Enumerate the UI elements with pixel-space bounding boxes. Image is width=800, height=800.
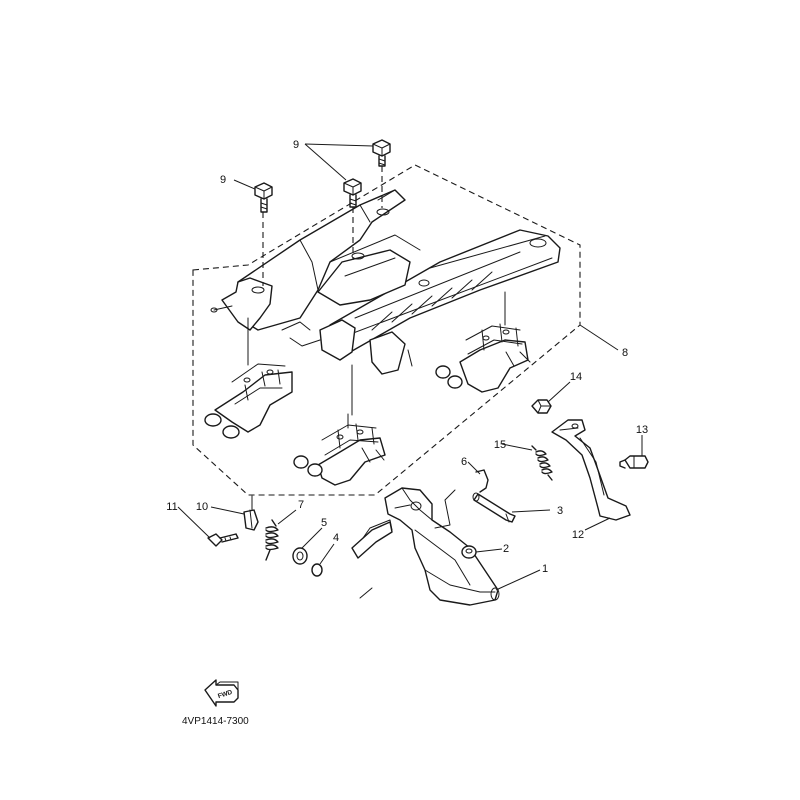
callout-labels: 9 9 8 14 13 15 6 3 12 11 10 7 5 4 2 1 (166, 139, 648, 575)
clamp-part-10 (243, 509, 259, 531)
diagram-code: 4VP1414-7300 (182, 716, 249, 727)
callout-12: 12 (572, 529, 584, 541)
forward-direction-arrow: FWD (204, 679, 239, 707)
main-frame-part-8 (210, 189, 561, 375)
screw-part-11 (207, 533, 239, 547)
callout-15: 15 (494, 439, 506, 451)
callout-9-top: 9 (293, 139, 299, 151)
bolt-part-9-right (372, 139, 391, 167)
callout-6: 6 (461, 456, 467, 468)
bolt-part-13 (619, 455, 649, 469)
callout-11: 11 (166, 501, 177, 513)
callout-10: 10 (196, 501, 208, 513)
washer-part-5 (292, 547, 308, 565)
fwd-label: FWD (217, 689, 234, 700)
main-stand-part-1 (351, 487, 500, 606)
spring-part-15 (531, 445, 553, 481)
leader-lines (177, 143, 643, 591)
bracket-right (435, 323, 531, 393)
callout-14: 14 (570, 371, 582, 383)
shaft-part-3 (472, 492, 516, 523)
callout-1: 1 (542, 563, 548, 575)
callout-2: 2 (503, 543, 509, 555)
bracket-center (293, 413, 386, 486)
collar-part-2 (461, 545, 477, 559)
nut-part-14 (531, 399, 552, 414)
bolt-part-9-middle (343, 178, 362, 208)
o-ring-part-4 (311, 563, 323, 577)
callout-3: 3 (557, 505, 563, 517)
callout-9-left: 9 (220, 174, 226, 186)
callout-8: 8 (622, 347, 628, 359)
callout-5: 5 (321, 517, 327, 529)
clip-part-6 (475, 469, 489, 493)
spring-part-7 (265, 519, 279, 561)
fwd-arrow-icon (204, 679, 239, 707)
bolt-part-9-left (254, 182, 273, 213)
callout-4: 4 (333, 532, 339, 544)
callout-13: 13 (636, 424, 648, 436)
bracket-left (204, 363, 293, 439)
side-stand-part-12 (551, 419, 631, 521)
callout-7: 7 (298, 499, 304, 511)
